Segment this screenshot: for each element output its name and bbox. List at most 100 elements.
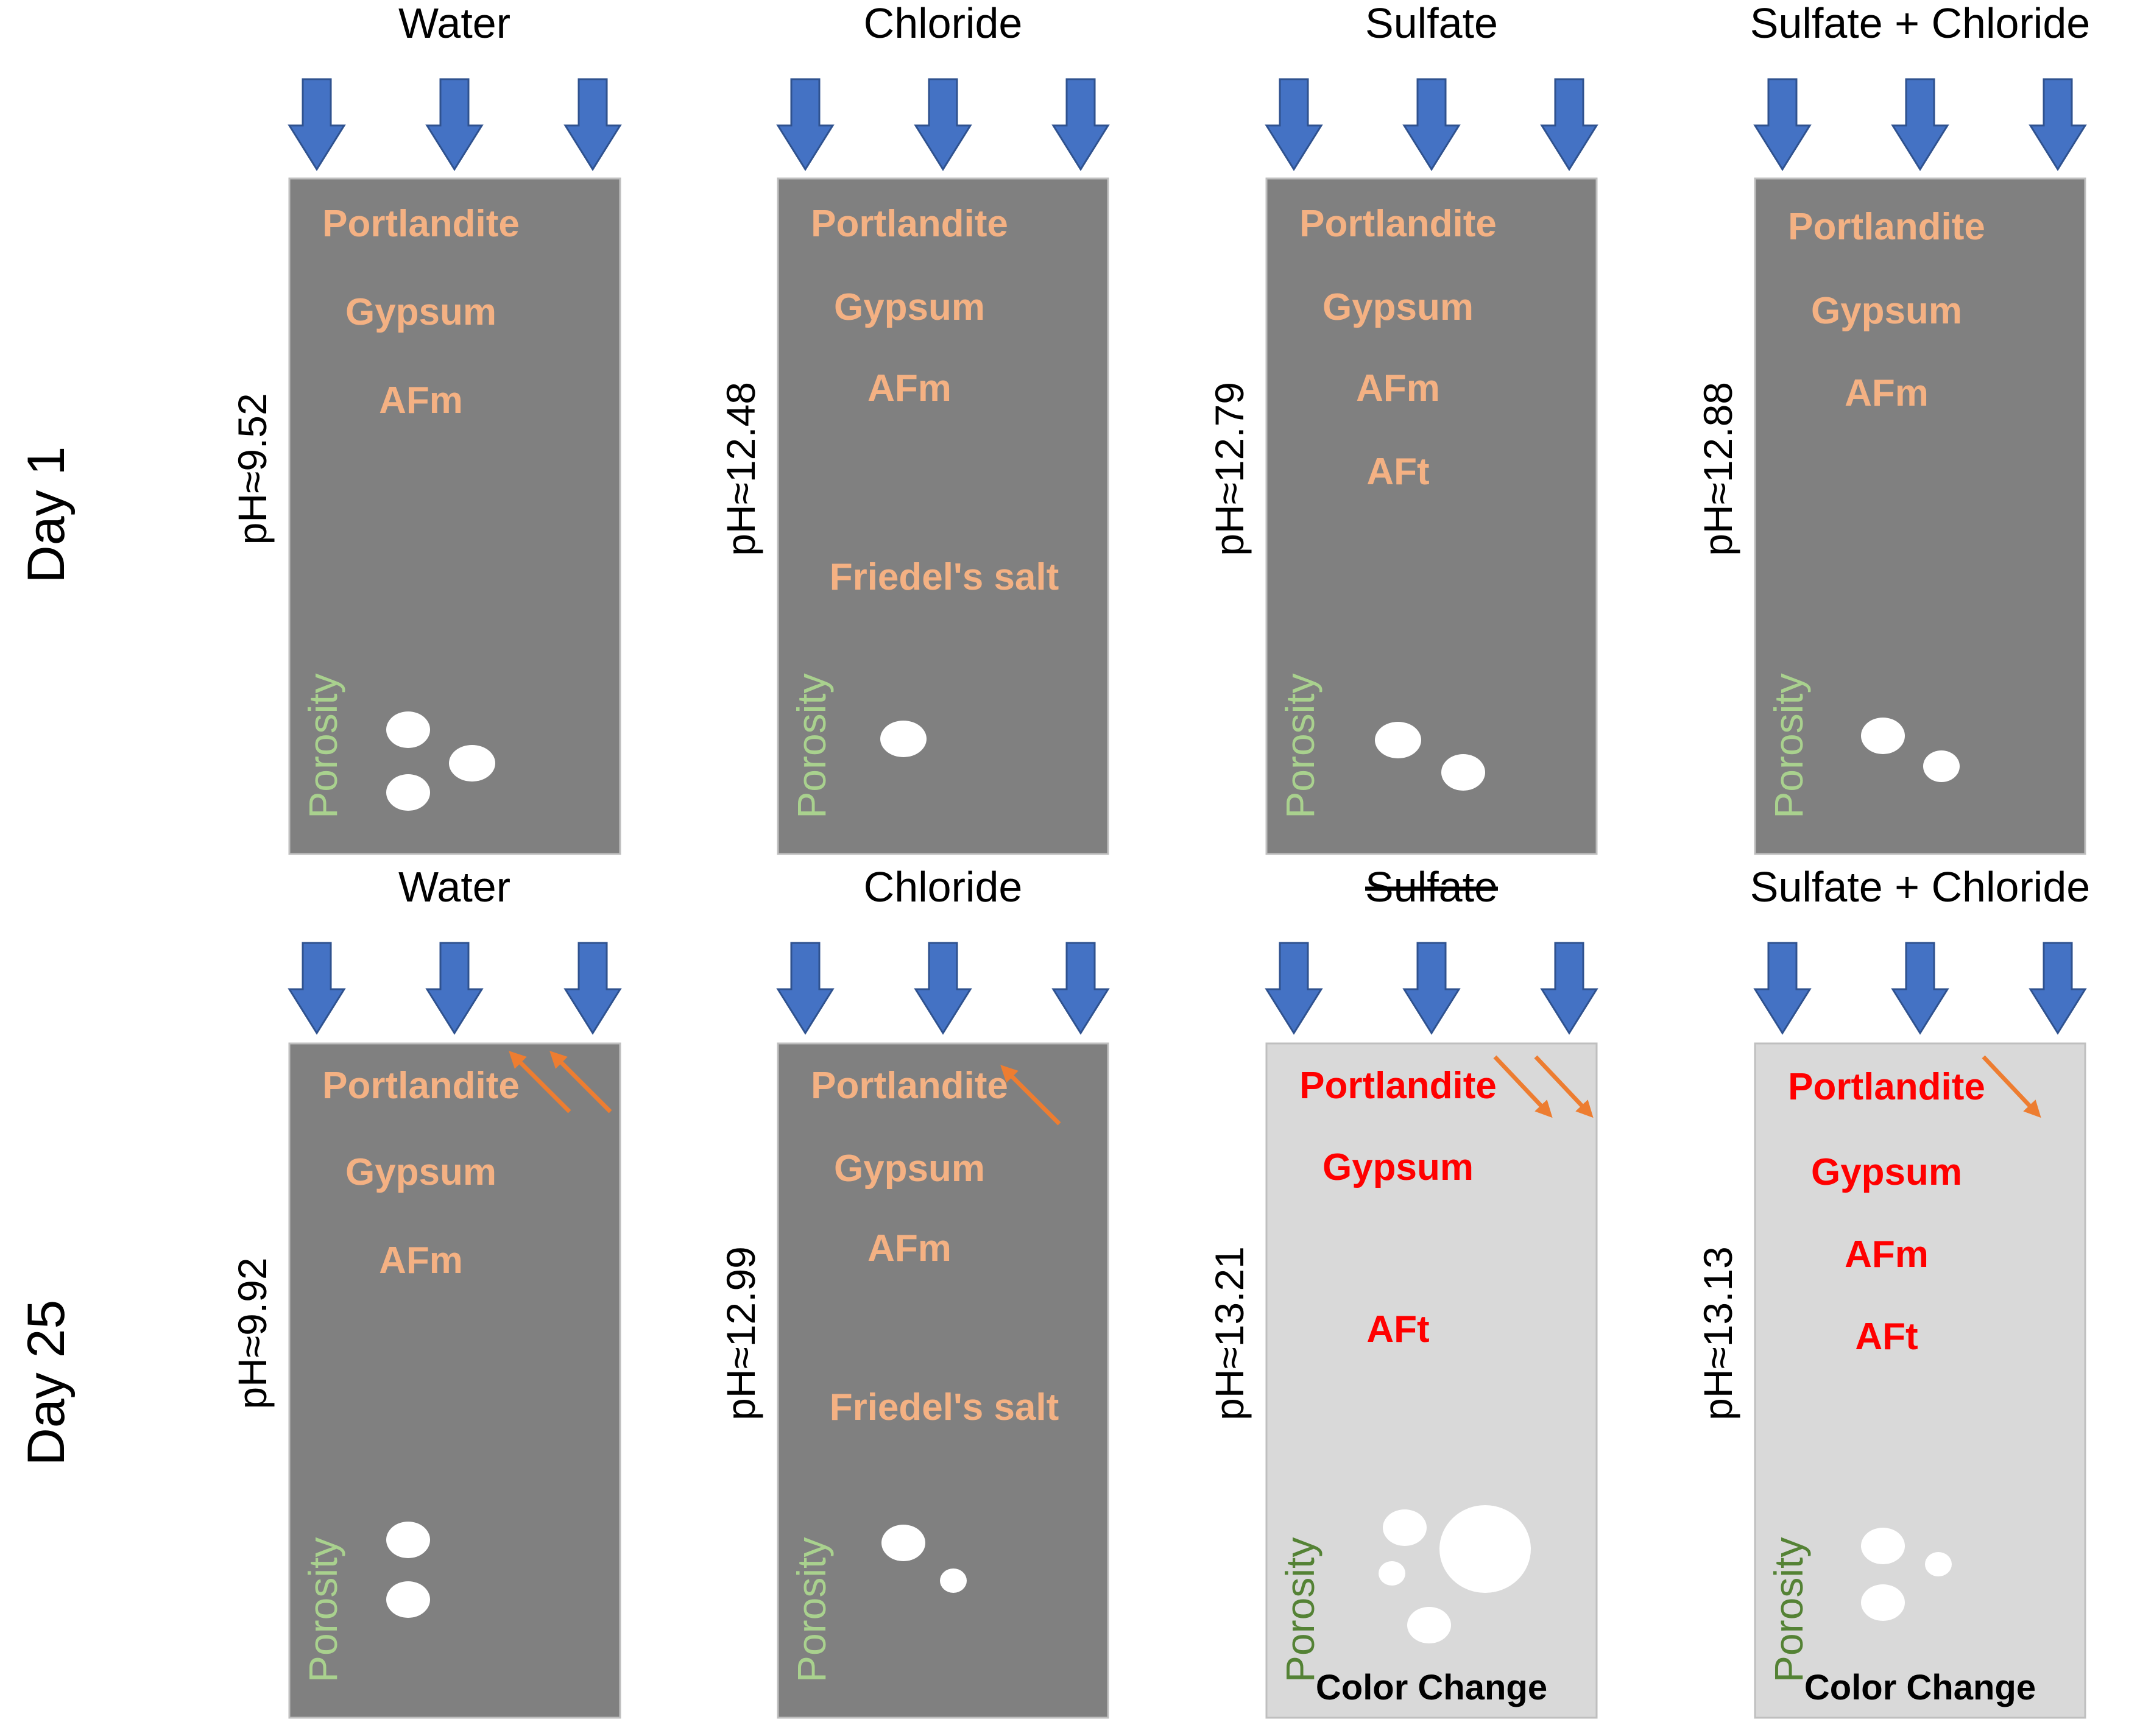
- pore: [386, 1522, 430, 1558]
- inflow-arrow: [1265, 78, 1323, 171]
- pore: [1379, 1561, 1405, 1586]
- inflow-arrow: [1540, 78, 1598, 171]
- inflow-arrow: [914, 78, 972, 171]
- inflow-arrow: [563, 78, 622, 171]
- phase-portlandite: Portlandite: [1788, 206, 1985, 248]
- ph-label: pH≈9.92: [230, 1257, 275, 1409]
- panel-title: Water: [398, 863, 510, 911]
- phase-afm: AFm: [867, 1227, 952, 1269]
- ph-label: pH≈12.99: [718, 1246, 763, 1420]
- inflow-arrow: [776, 942, 835, 1035]
- panel-title: Sulfate + Chloride: [1750, 863, 2090, 911]
- change-arrow: [1534, 1055, 1594, 1118]
- phase-afm: AFm: [867, 367, 952, 409]
- row-label-day-1: Day 1: [17, 446, 76, 584]
- specimen-box: [1754, 177, 2086, 855]
- inflow-arrow: [2029, 942, 2087, 1035]
- phase-aft: AFt: [1366, 451, 1429, 493]
- panel-title: Chloride: [864, 863, 1023, 911]
- phase-gypsum: Gypsum: [1322, 286, 1474, 328]
- inflow-arrow: [563, 942, 622, 1035]
- pore: [1375, 722, 1421, 758]
- specimen-box: [288, 1042, 621, 1719]
- inflow-arrow: [1540, 942, 1598, 1035]
- panel-r2-c3: SulfatepH≈13.21PorosityPortlanditeGypsum…: [1207, 863, 1598, 1719]
- ph-label: pH≈13.13: [1695, 1246, 1740, 1420]
- phase-aft: AFt: [1366, 1308, 1429, 1350]
- inflow-arrow: [1051, 78, 1110, 171]
- pore: [1407, 1607, 1451, 1643]
- panel-title: Sulfate + Chloride: [1750, 0, 2090, 47]
- inflow-arrow: [425, 942, 484, 1035]
- panel-title: Water: [398, 0, 510, 47]
- phase-friedel-s-salt: Friedel's salt: [830, 556, 1059, 598]
- inflow-arrow: [1891, 942, 1949, 1035]
- panel-r2-c2: ChloridepH≈12.99PorosityPortlanditeGypsu…: [718, 863, 1109, 1719]
- pore: [386, 1581, 430, 1618]
- pore: [880, 721, 927, 757]
- ph-label: pH≈12.88: [1695, 382, 1740, 556]
- phase-portlandite: Portlandite: [322, 1065, 520, 1107]
- phase-gypsum: Gypsum: [1322, 1146, 1474, 1188]
- pore: [1923, 750, 1960, 782]
- porosity-label: Porosity: [300, 1537, 345, 1682]
- footer-label: Color Change: [1804, 1668, 2036, 1707]
- inflow-arrow: [1402, 78, 1461, 171]
- inflow-arrow: [425, 78, 484, 171]
- change-arrow: [509, 1051, 571, 1113]
- row-label-day-25: Day 25: [17, 1300, 76, 1466]
- panel-title: Sulfate: [1365, 0, 1498, 47]
- panel-r1-c3: SulfatepH≈12.79PorosityPortlanditeGypsum…: [1207, 0, 1598, 855]
- inflow-arrow: [1402, 942, 1461, 1035]
- panel-r1-c4: Sulfate + ChloridepH≈12.88PorosityPortla…: [1695, 0, 2090, 855]
- inflow-arrow: [288, 942, 346, 1035]
- phase-gypsum: Gypsum: [834, 1148, 985, 1190]
- porosity-label: Porosity: [789, 1537, 834, 1682]
- panel-r1-c2: ChloridepH≈12.48PorosityPortlanditeGypsu…: [718, 0, 1109, 855]
- pore: [1383, 1509, 1427, 1546]
- pore: [1439, 1505, 1531, 1593]
- specimen-box: [1754, 1042, 2086, 1719]
- pore: [449, 745, 495, 782]
- phase-afm: AFm: [379, 379, 463, 422]
- pore: [386, 774, 430, 811]
- panel-title: Chloride: [864, 0, 1023, 47]
- change-arrow: [1000, 1065, 1061, 1126]
- phase-portlandite: Portlandite: [1788, 1066, 1985, 1108]
- porosity-label: Porosity: [789, 673, 834, 818]
- pore: [1861, 718, 1905, 754]
- change-arrow: [549, 1051, 612, 1113]
- phase-afm: AFm: [1356, 367, 1440, 409]
- phase-gypsum: Gypsum: [345, 1151, 496, 1193]
- phase-gypsum: Gypsum: [1811, 1151, 1962, 1193]
- phase-portlandite: Portlandite: [1299, 1065, 1497, 1107]
- inflow-arrow: [2029, 78, 2087, 171]
- porosity-label: Porosity: [1277, 1537, 1322, 1682]
- phase-gypsum: Gypsum: [1811, 290, 1962, 332]
- inflow-arrow: [1753, 942, 1812, 1035]
- phase-afm: AFm: [1845, 1233, 1929, 1276]
- pore: [386, 711, 430, 748]
- pore: [1925, 1552, 1952, 1576]
- inflow-arrow: [288, 78, 346, 171]
- phase-gypsum: Gypsum: [834, 286, 985, 328]
- ph-label: pH≈12.48: [718, 382, 763, 556]
- phase-friedel-s-salt: Friedel's salt: [830, 1386, 1059, 1428]
- phase-portlandite: Portlandite: [322, 203, 520, 245]
- specimen-box: [777, 177, 1109, 855]
- inflow-arrow: [1753, 78, 1812, 171]
- change-arrow: [1982, 1055, 2041, 1118]
- phase-portlandite: Portlandite: [1299, 203, 1497, 245]
- inflow-arrow: [1051, 942, 1110, 1035]
- pore: [1861, 1584, 1905, 1621]
- phase-gypsum: Gypsum: [345, 291, 496, 333]
- specimen-box: [1265, 177, 1598, 855]
- pore: [940, 1568, 967, 1593]
- inflow-arrow: [1265, 942, 1323, 1035]
- inflow-arrow: [776, 78, 835, 171]
- porosity-label: Porosity: [1766, 1537, 1811, 1682]
- footer-label: Color Change: [1316, 1668, 1547, 1707]
- pore: [1861, 1528, 1905, 1564]
